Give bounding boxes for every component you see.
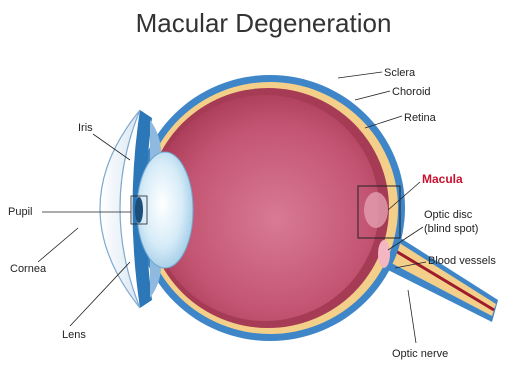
- label-iris: Iris: [78, 122, 93, 134]
- label-choroid: Choroid: [392, 86, 431, 98]
- central-vessel: [384, 244, 494, 310]
- label-sclera: Sclera: [384, 67, 416, 79]
- label-retina: Retina: [404, 112, 437, 124]
- macula-spot: [364, 192, 388, 228]
- label-macula: Macula: [422, 172, 463, 186]
- optic-disc: [378, 240, 390, 268]
- label-lens: Lens: [62, 329, 86, 341]
- label-blind-spot: (blind spot): [424, 223, 478, 235]
- label-cornea: Cornea: [10, 263, 47, 275]
- label-optic-nerve: Optic nerve: [392, 348, 448, 360]
- label-blood-vessels: Blood vessels: [428, 255, 496, 267]
- label-pupil: Pupil: [8, 206, 32, 218]
- lens: [137, 152, 193, 268]
- label-optic-disc: Optic disc: [424, 209, 473, 221]
